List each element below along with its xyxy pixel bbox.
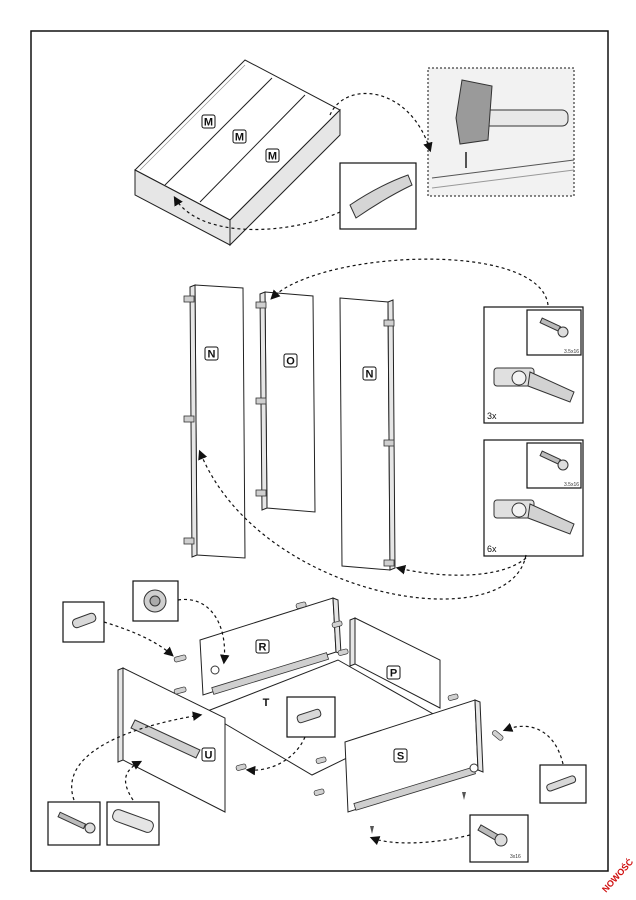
svg-text:O: O (286, 356, 295, 368)
hinge-kit-box-2: 3.5x16 6x (483, 439, 584, 557)
hinge-cups (183, 295, 395, 567)
rail-end-icon (112, 809, 154, 833)
hinge-icon (493, 499, 575, 535)
panel-label-m-1: M (201, 114, 216, 129)
arrow-dowel-right (502, 722, 564, 765)
svg-text:3.5x16: 3.5x16 (564, 349, 579, 355)
hammer-detail-box (427, 67, 575, 197)
hinge-kit-box-1: 3.5x16 3x (483, 306, 584, 424)
svg-text:U: U (205, 750, 213, 762)
cam-bolt-detail-box (286, 696, 336, 738)
screw-marks (370, 792, 466, 834)
rail-end-detail-box (106, 801, 160, 846)
cam-bolt-icon (296, 708, 322, 724)
new-product-stamp: NOWOŚĆ (599, 856, 635, 895)
arrow-cam-bolt (245, 736, 306, 776)
arrow-rail-end (124, 760, 143, 801)
dowel-detail-box (62, 601, 105, 643)
svg-text:3x16: 3x16 (510, 854, 521, 860)
door-panel-n-left (189, 284, 246, 559)
svg-text:N: N (366, 369, 374, 381)
arrow-dowel (103, 621, 174, 657)
screw-icon (539, 450, 569, 471)
svg-text:M: M (268, 151, 277, 163)
panel-label-t: T (263, 697, 270, 709)
arrow-screw-left (71, 711, 203, 801)
svg-text:3.5x16: 3.5x16 (564, 482, 579, 488)
hinge-icon (493, 367, 575, 403)
panel-label-s: S (393, 748, 408, 763)
arrow-hinge-kit-1 (270, 258, 549, 306)
arrow-to-groove (173, 195, 341, 230)
panel-label-m-2: M (232, 129, 247, 144)
svg-text:T: T (263, 697, 270, 709)
panel-label-m-3: M (265, 148, 280, 163)
arrow-screw-bottom (369, 834, 471, 846)
svg-text:M: M (204, 117, 213, 129)
arrow-to-hammer (329, 93, 433, 153)
sheet-border (30, 30, 609, 872)
screw-detail-box-bottom: 3x16 (469, 814, 529, 863)
dowel-icon (71, 612, 97, 629)
screw-icon (539, 317, 569, 338)
cam-lock-detail-box (132, 580, 179, 622)
panel-label-p: P (386, 665, 401, 680)
arrow-hinge-kit-2-right (395, 557, 527, 576)
screw-detail-box-left (47, 801, 101, 846)
arrow-cam-lock (177, 598, 230, 665)
door-panel-o (259, 291, 316, 513)
svg-text:M: M (235, 132, 244, 144)
drawer-front-panel-s (344, 699, 484, 813)
panel-label-o: O (283, 353, 298, 368)
dowels (173, 601, 504, 796)
svg-text:R: R (259, 642, 267, 654)
svg-text:N: N (208, 349, 216, 361)
panel-label-r: R (255, 639, 270, 654)
svg-text:S: S (397, 751, 404, 763)
groove-detail-box (339, 162, 417, 230)
hammer-icon (455, 79, 569, 145)
screw-icon (57, 811, 87, 830)
door-panel-n-right (339, 297, 396, 571)
top-panel-assembly (134, 59, 341, 247)
dowel-icon (546, 775, 577, 792)
dowel-detail-box-right (539, 764, 587, 804)
drawer-side-panel-u (117, 667, 226, 813)
svg-text:P: P (390, 668, 397, 680)
svg-text:3x: 3x (487, 411, 497, 421)
groove-profile-icon (349, 174, 413, 219)
panel-label-u: U (201, 747, 216, 762)
panel-label-n-right: N (362, 366, 377, 381)
svg-text:6x: 6x (487, 544, 497, 554)
panel-label-n-left: N (204, 346, 219, 361)
drawer-side-panel-p (349, 617, 441, 709)
